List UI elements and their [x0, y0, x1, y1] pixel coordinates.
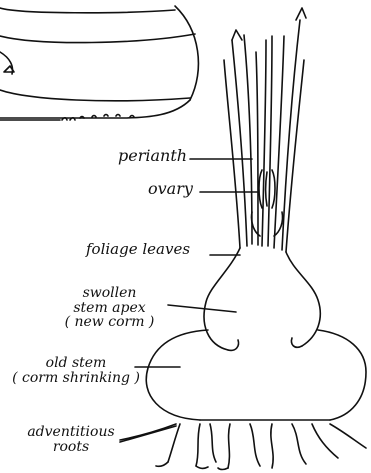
label-old-stem: old stem ( corm shrinking ): [6, 356, 146, 385]
pointer-roots: [120, 426, 176, 442]
label-swollen-stem-apex: swollen stem apex ( new corm ): [52, 286, 167, 330]
label-swollen-line2: stem apex: [52, 301, 167, 316]
label-swollen-line1: swollen: [52, 286, 167, 301]
pointer-swollen: [168, 305, 236, 312]
inset-corm-illustration: [0, 6, 198, 120]
foliage-leaves-illustration: [224, 8, 306, 252]
old-corm-illustration: [146, 330, 366, 420]
label-old-line2: ( corm shrinking ): [6, 371, 146, 386]
new-corm-illustration: [204, 248, 320, 350]
label-adventitious-roots: adventitious roots: [16, 425, 126, 454]
label-swollen-line3: ( new corm ): [52, 315, 167, 330]
label-foliage-leaves: foliage leaves: [86, 242, 190, 258]
label-adventitious-line2: roots: [16, 440, 126, 455]
label-adventitious-line1: adventitious: [16, 425, 126, 440]
label-perianth: perianth: [118, 148, 187, 165]
label-old-line1: old stem: [6, 356, 146, 371]
label-ovary: ovary: [148, 181, 193, 198]
